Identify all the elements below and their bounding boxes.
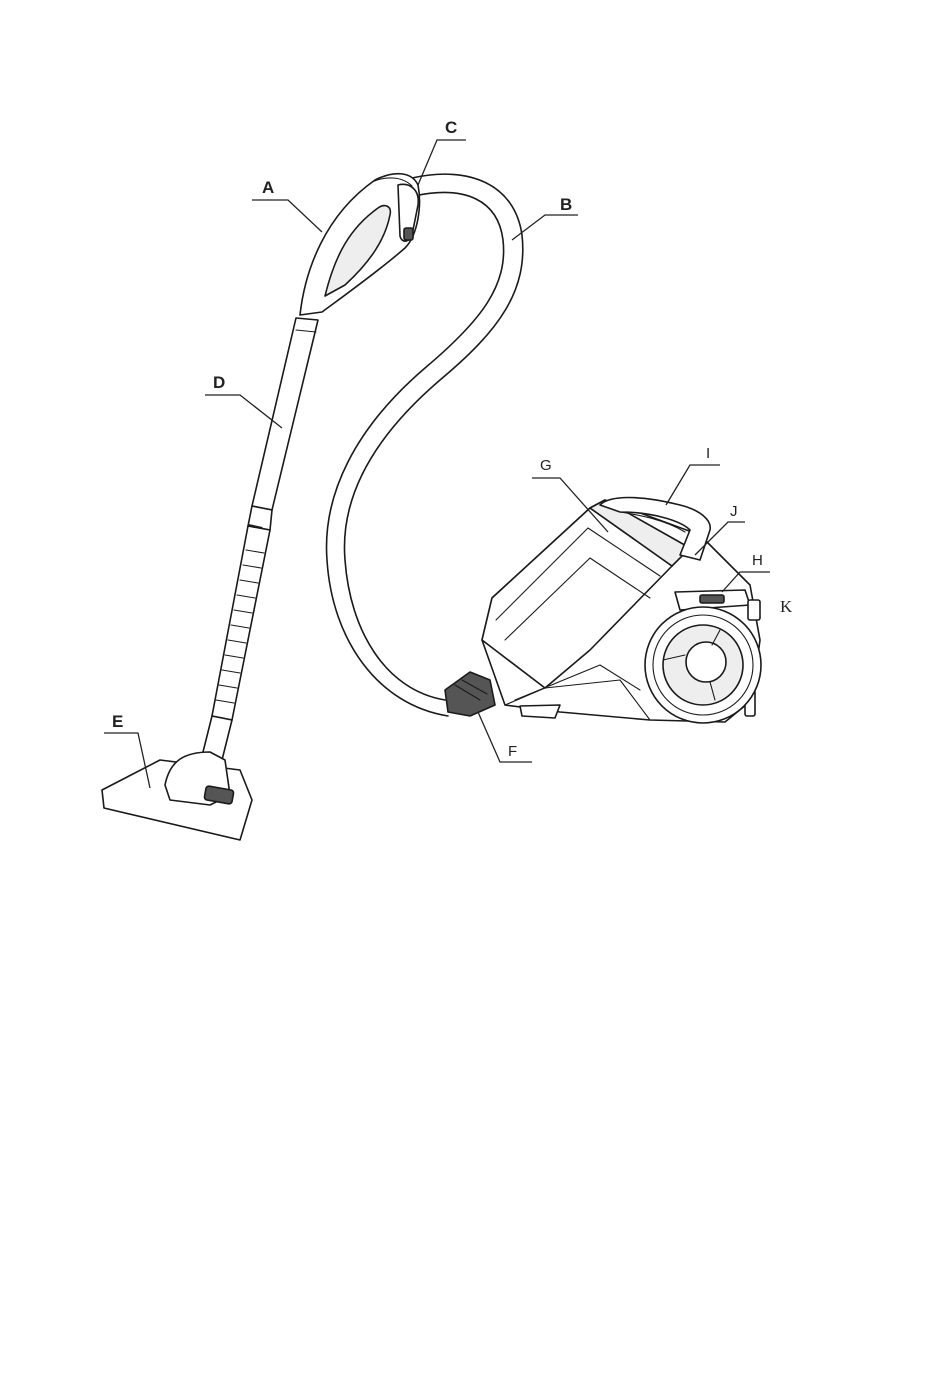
hose-handle <box>300 174 419 315</box>
label-k: K <box>780 597 793 616</box>
label-b: B <box>560 195 572 214</box>
label-f: F <box>508 743 517 760</box>
label-c: C <box>445 118 457 137</box>
floor-nozzle <box>102 752 252 840</box>
label-g: G <box>540 457 552 474</box>
label-i: I <box>706 445 710 462</box>
vacuum-body <box>445 498 761 724</box>
label-d: D <box>213 373 225 392</box>
label-h: H <box>752 552 763 569</box>
label-e: E <box>112 712 123 731</box>
label-a: A <box>262 178 274 197</box>
label-j: J <box>730 503 738 520</box>
